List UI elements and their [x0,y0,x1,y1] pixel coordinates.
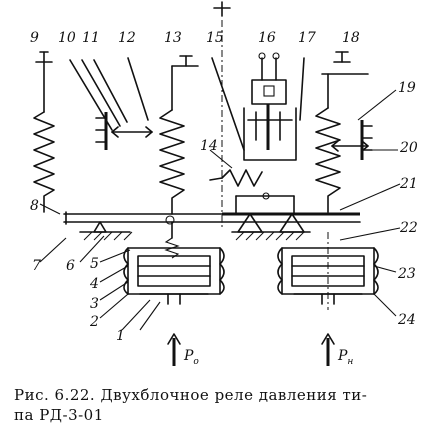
label-5: 5 [90,256,99,272]
pressure-right-letter: P [337,348,348,364]
pressure-right-sub: н [347,357,353,367]
label-17: 17 [298,30,316,46]
label-12: 12 [118,30,136,46]
caption-line-2: па РД-3-01 [14,406,104,424]
caption-line-1: Рис. 6.22. Двухблочное реле давления ти- [14,386,368,404]
label-18: 18 [342,30,360,46]
label-10: 10 [58,30,76,46]
figure-caption: Рис. 6.22. Двухблочное реле давления ти-… [14,385,439,425]
label-14: 14 [200,138,218,154]
label-3: 3 [90,296,99,312]
label-7: 7 [32,258,41,274]
right-block [209,51,401,366]
label-11: 11 [82,30,100,46]
label-23: 23 [397,266,416,282]
label-4: 4 [89,276,99,292]
label-21: 21 [399,176,418,192]
label-15: 15 [206,30,224,46]
label-2: 2 [89,314,99,330]
pressure-label-right: Pн [337,348,353,367]
pressure-left-sub: o [193,357,199,367]
left-block [33,51,225,366]
label-1: 1 [116,328,125,344]
top-center-mark [213,1,231,17]
label-19: 19 [398,80,416,96]
label-9: 9 [30,30,39,46]
label-13: 13 [164,30,182,46]
pressure-label-left: Po [183,348,199,367]
label-22: 22 [399,220,418,236]
center-mechanism [209,20,361,241]
label-6: 6 [66,258,75,274]
label-20: 20 [399,140,418,156]
label-16: 16 [258,30,276,46]
pressure-left-letter: P [183,348,194,364]
label-8: 8 [30,198,39,214]
label-24: 24 [397,312,416,328]
